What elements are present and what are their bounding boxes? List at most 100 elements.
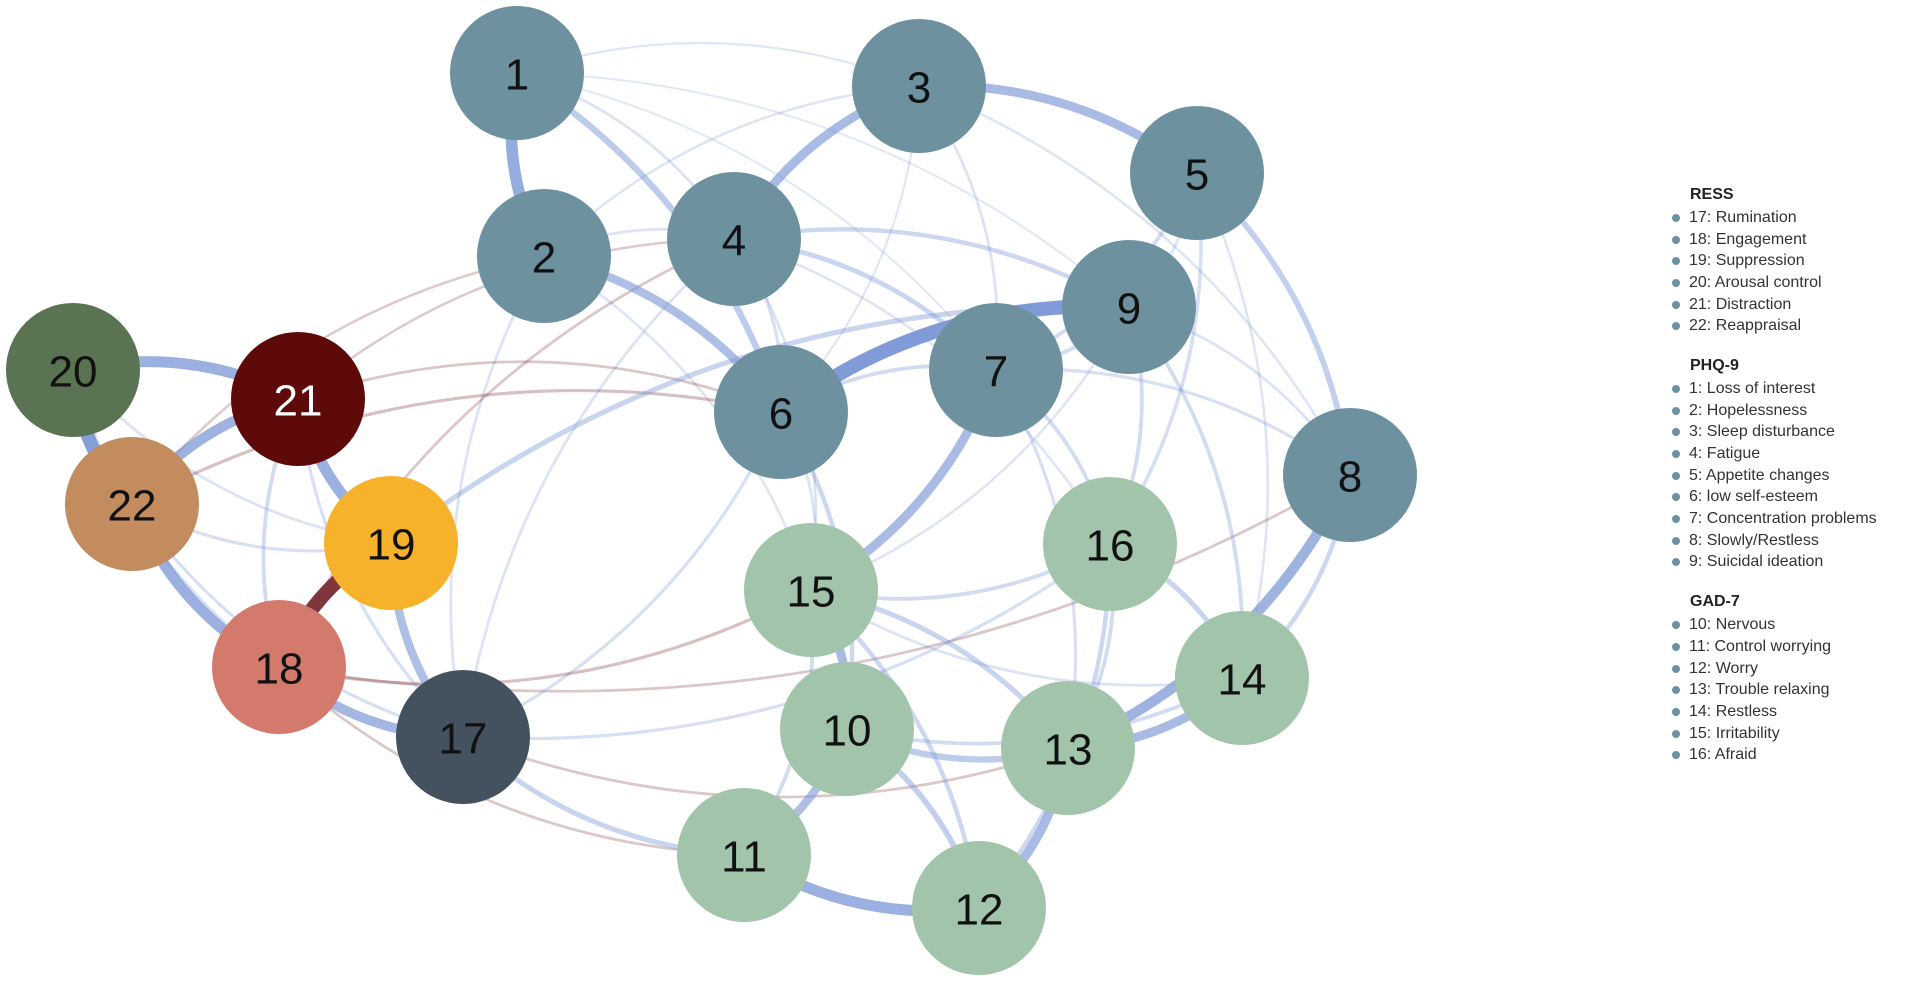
legend-group-ress: RESS 17: Rumination 18: Engagement 19: Supp… (1672, 186, 1908, 337)
node-1-circle (450, 6, 584, 140)
legend-item: 14: Restless (1672, 701, 1908, 723)
legend-bullet-icon (1672, 751, 1680, 760)
legend-bullet-icon (1672, 450, 1680, 459)
node-1-label: 1 (505, 51, 529, 100)
node-10-label: 10 (823, 707, 872, 756)
node-8: 8 (1283, 408, 1417, 542)
legend-item-label: 6: low self-esteem (1689, 488, 1818, 506)
node-14-label: 14 (1218, 656, 1267, 705)
legend-item-label: 16: Afraid (1689, 746, 1757, 764)
legend-bullet-icon (1672, 493, 1680, 502)
legend-item-label: 1: Loss of interest (1689, 379, 1816, 397)
node-22-circle (65, 437, 199, 571)
edge-15-18 (277, 588, 813, 686)
legend-bullet-icon (1672, 558, 1680, 567)
node-5: 5 (1130, 106, 1264, 240)
legend-item: 17: Rumination (1672, 207, 1908, 229)
node-13-circle (1001, 681, 1135, 815)
legend-item: 10: Nervous (1672, 614, 1908, 636)
node-7-label: 7 (984, 348, 1008, 397)
legend-item: 1: Loss of interest (1672, 378, 1908, 400)
node-17-label: 17 (439, 715, 488, 764)
legend: RESS 17: Rumination 18: Engagement 19: Supp… (1672, 186, 1908, 786)
node-19-label: 19 (367, 521, 416, 570)
node-9-label: 9 (1117, 285, 1141, 334)
node-3: 3 (852, 19, 986, 153)
legend-item-label: 5: Appetite changes (1689, 466, 1830, 484)
legend-bullet-icon (1672, 278, 1680, 287)
legend-item-label: 10: Nervous (1689, 616, 1776, 634)
node-20-label: 20 (49, 348, 98, 397)
node-6: 6 (714, 345, 848, 479)
legend-item-label: 22: Reappraisal (1689, 317, 1802, 335)
legend-bullet-icon (1672, 235, 1680, 244)
legend-item: 11: Control worrying (1672, 636, 1908, 658)
legend-item: 3: Sleep disturbance (1672, 422, 1908, 444)
node-14-circle (1175, 611, 1309, 745)
node-21-label: 21 (274, 377, 323, 426)
legend-item: 2: Hopelessness (1672, 400, 1908, 422)
node-12: 12 (912, 841, 1046, 975)
legend-item: 22: Reappraisal (1672, 315, 1908, 337)
node-16: 16 (1043, 477, 1177, 611)
edge-6-21 (296, 360, 783, 414)
node-1: 1 (450, 6, 584, 140)
edge-6-22 (130, 388, 783, 506)
node-21-circle (231, 332, 365, 466)
edge-11-18 (277, 665, 746, 857)
legend-bullet-icon (1672, 664, 1680, 673)
node-9-circle (1062, 240, 1196, 374)
edge-2-17 (449, 254, 546, 739)
node-2-circle (477, 189, 611, 323)
node-8-circle (1283, 408, 1417, 542)
legend-item: 12: Worry (1672, 658, 1908, 680)
node-5-label: 5 (1185, 151, 1209, 200)
legend-item-label: 20: Arousal control (1689, 273, 1822, 291)
legend-item: 13: Trouble relaxing (1672, 679, 1908, 701)
legend-item: 19: Suppression (1672, 250, 1908, 272)
legend-item-label: 18: Engagement (1689, 230, 1807, 248)
legend-item: 4: Fatigue (1672, 443, 1908, 465)
legend-bullet-icon (1672, 257, 1680, 266)
legend-item-label: 14: Restless (1689, 702, 1778, 720)
edge-13-17 (461, 735, 1070, 799)
edge-5-14 (1195, 171, 1269, 680)
node-3-label: 3 (907, 64, 931, 113)
legend-bullet-icon (1672, 384, 1680, 393)
node-4: 4 (667, 172, 801, 306)
legend-group-title: RESS (1690, 186, 1734, 203)
node-18-label: 18 (255, 645, 304, 694)
legend-bullet-icon (1672, 707, 1680, 716)
legend-group-gad-7: GAD-7 10: Nervous 11: Control worrying 12: … (1672, 593, 1908, 766)
legend-item-label: 21: Distraction (1689, 295, 1792, 313)
node-12-circle (912, 841, 1046, 975)
legend-item-label: 3: Sleep disturbance (1689, 423, 1835, 441)
legend-item: 8: Slowly/Restless (1672, 530, 1908, 552)
edge-4-17 (461, 237, 736, 739)
legend-item: 21: Distraction (1672, 294, 1908, 316)
node-5-circle (1130, 106, 1264, 240)
legend-item: 9: Suicidal ideation (1672, 552, 1908, 574)
legend-item: 20: Arousal control (1672, 272, 1908, 294)
legend-bullet-icon (1672, 642, 1680, 651)
legend-bullet-icon (1672, 428, 1680, 437)
legend-item-label: 9: Suicidal ideation (1689, 553, 1824, 571)
node-3-circle (852, 19, 986, 153)
node-17: 17 (396, 670, 530, 804)
legend-item-label: 12: Worry (1689, 659, 1759, 677)
node-6-label: 6 (769, 390, 793, 439)
legend-group-title: GAD-7 (1690, 593, 1740, 611)
node-18: 18 (212, 600, 346, 734)
legend-item: 6: low self-esteem (1672, 487, 1908, 509)
legend-bullet-icon (1672, 471, 1680, 480)
node-13-label: 13 (1044, 726, 1093, 775)
legend-item-label: 11: Control worrying (1689, 637, 1831, 655)
node-22: 22 (65, 437, 199, 571)
legend-bullet-icon (1672, 621, 1680, 630)
node-18-circle (212, 600, 346, 734)
legend-item: 7: Concentration problems (1672, 508, 1908, 530)
node-20: 20 (6, 303, 140, 437)
legend-item-label: 17: Rumination (1689, 208, 1797, 226)
node-19-circle (324, 476, 458, 610)
legend-item: 5: Appetite changes (1672, 465, 1908, 487)
